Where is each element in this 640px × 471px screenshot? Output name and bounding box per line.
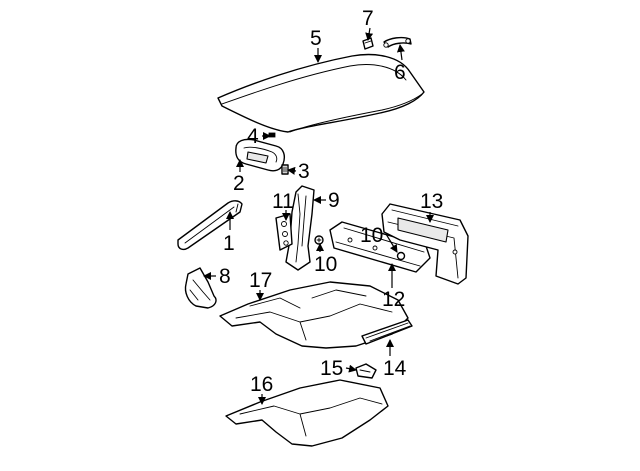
callout-17: 17 xyxy=(249,269,272,292)
callout-6: 6 xyxy=(394,61,406,84)
grab-handle-part xyxy=(383,36,412,48)
callout-11: 11 xyxy=(272,190,294,213)
sill-plate-part xyxy=(361,319,413,345)
rear-panel-trim-part xyxy=(381,203,469,285)
bracket-part xyxy=(355,363,377,379)
headliner-part xyxy=(217,53,425,133)
callout-16: 16 xyxy=(250,373,273,396)
callout-3: 3 xyxy=(298,160,310,183)
callout-4: 4 xyxy=(247,125,259,148)
callout-7: 7 xyxy=(362,7,374,30)
callout-10a: 10 xyxy=(360,224,383,247)
back-panel-trim-part xyxy=(329,221,431,273)
callout-labels: 5 7 6 4 2 3 1 8 9 11 10 10 13 12 17 14 1… xyxy=(219,7,443,396)
callout-15: 15 xyxy=(320,357,343,380)
callout-9: 9 xyxy=(328,189,340,212)
retainer-clip-lower-part xyxy=(314,235,324,245)
leader-lines xyxy=(203,27,434,405)
leader-3 xyxy=(287,166,297,175)
visor-clip-part xyxy=(281,164,289,175)
callout-8: 8 xyxy=(219,265,231,288)
leader-7 xyxy=(365,27,374,41)
callout-1: 1 xyxy=(223,232,235,255)
callout-2: 2 xyxy=(233,172,245,195)
leader-6 xyxy=(396,44,405,61)
retainer-clip-upper-part xyxy=(396,251,406,261)
callout-5: 5 xyxy=(310,27,322,50)
callout-10b: 10 xyxy=(314,253,337,276)
rear-floor-covering-part xyxy=(225,379,389,447)
sun-visor-part xyxy=(235,138,285,172)
center-pillar-trim-part xyxy=(285,185,315,271)
callout-12: 12 xyxy=(382,288,405,311)
callout-13: 13 xyxy=(420,190,443,213)
leader-10a xyxy=(385,233,398,253)
leader-15 xyxy=(345,364,357,373)
lower-corner-trim-part xyxy=(184,267,217,309)
callout-14: 14 xyxy=(383,357,407,380)
seat-belt-guide-part xyxy=(275,213,293,251)
